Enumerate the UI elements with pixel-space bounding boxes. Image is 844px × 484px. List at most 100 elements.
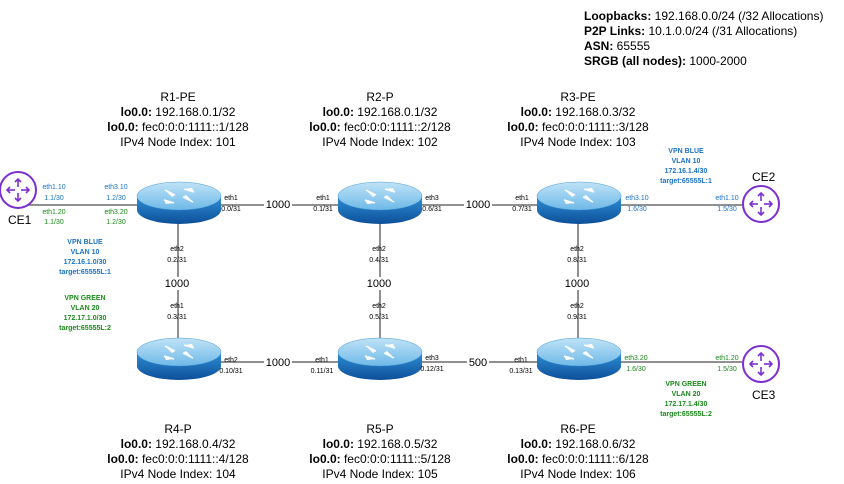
ip-ce3-eth1-20: 1.5/30 [717, 366, 737, 373]
vpn-green-right: VPN GREEN VLAN 20 172.17.1.4/30 target:6… [660, 381, 712, 418]
ce3-icon[interactable] [742, 345, 780, 383]
svg-text:172.16.1.4/30: 172.16.1.4/30 [665, 168, 708, 175]
router-r3-name: R3-PE [560, 90, 595, 104]
svg-text:172.17.1.4/30: 172.17.1.4/30 [665, 401, 708, 408]
ip-r4-eth1: 0.3/31 [167, 314, 187, 321]
metric-r2-r3: 1000 [466, 199, 490, 211]
router-r1-lo-v6: lo0.0: fec0:0:0:1111::1/128 [107, 120, 249, 134]
if-r5-eth1: eth1 [315, 357, 329, 364]
router-r6-name: R6-PE [560, 422, 595, 436]
ip-r1-eth3-20: 1.2/30 [106, 219, 126, 226]
svg-text:172.16.1.0/30: 172.16.1.0/30 [64, 259, 107, 266]
if-r2-eth1: eth1 [316, 195, 330, 202]
router-r5-icon[interactable] [337, 337, 423, 381]
ip-ce1-eth1-20: 1.1/30 [44, 219, 64, 226]
loopbacks-line: Loopbacks: 192.168.0.0/24 (/32 Allocatio… [584, 9, 823, 23]
if-r1-eth3-10: eth3.10 [104, 184, 127, 191]
ip-r5-eth1: 0.11/31 [311, 368, 334, 375]
ip-r3-eth2: 0.8/31 [567, 257, 587, 264]
ce1-label: CE1 [8, 213, 32, 227]
router-r3-lo-v4: lo0.0: 192.168.0.3/32 [521, 105, 636, 119]
link-metrics: 1000 1000 1000 1000 1000 1000 500 [162, 198, 592, 369]
router-r4-lo-v6: lo0.0: fec0:0:0:1111::4/128 [107, 452, 249, 466]
svg-text:target:65555L:1: target:65555L:1 [660, 178, 712, 185]
router-r6-icon[interactable] [536, 337, 622, 381]
router-r5-node-index: IPv4 Node Index: 105 [322, 467, 438, 481]
ip-r6-eth3-20: 1.6/30 [626, 366, 646, 373]
vpn-blue-right: VPN BLUE VLAN 10 172.16.1.4/30 target:65… [660, 148, 712, 185]
ip-r3-eth3-10: 1.6/30 [627, 206, 647, 213]
router-r2-lo-v4: lo0.0: 192.168.0.1/32 [323, 105, 438, 119]
router-r2-icon[interactable] [337, 181, 423, 225]
router-r6-info: R6-PE lo0.0: 192.168.0.6/32 lo0.0: fec0:… [507, 422, 649, 481]
ip-r5-eth3: 0.12/31 [420, 366, 443, 373]
asn-line: ASN: 65555 [584, 39, 650, 53]
router-r3-icon[interactable] [536, 181, 622, 225]
router-r1-node-index: IPv4 Node Index: 101 [120, 135, 236, 149]
svg-text:target:65555L:1: target:65555L:1 [59, 269, 111, 276]
router-r3-lo-v6: lo0.0: fec0:0:0:1111::3/128 [507, 120, 649, 134]
if-r4-eth2: eth2 [224, 357, 238, 364]
ip-r5-eth2: 0.5/31 [369, 314, 389, 321]
router-r1-info: R1-PE lo0.0: 192.168.0.1/32 lo0.0: fec0:… [107, 90, 249, 149]
ce2-icon[interactable] [742, 185, 780, 223]
ip-r2-eth3: 0.6/31 [422, 206, 442, 213]
ip-r1-eth1: 0.0/31 [221, 206, 241, 213]
ce1-icon[interactable] [0, 171, 37, 209]
p2p-links-line: P2P Links: 10.1.0.0/24 (/31 Allocations) [584, 24, 797, 38]
if-r1-eth1: eth1 [224, 195, 238, 202]
metric-r3-r6: 1000 [565, 278, 589, 290]
if-r6-eth3-20: eth3.20 [624, 355, 647, 362]
if-r3-eth3-10: eth3.10 [625, 195, 648, 202]
ip-ce1-eth1-10: 1.1/30 [44, 195, 64, 202]
interface-labels: eth1 0.0/31 eth1 0.1/31 eth3 0.6/31 eth1… [167, 195, 587, 375]
router-r1-icon[interactable] [136, 181, 222, 225]
svg-text:172.17.1.0/30: 172.17.1.0/30 [64, 315, 107, 322]
address-plan-summary: Loopbacks: 192.168.0.0/24 (/32 Allocatio… [584, 9, 823, 68]
metric-r2-r5: 1000 [367, 278, 391, 290]
svg-text:VLAN 10: VLAN 10 [672, 158, 701, 165]
if-r5-eth3: eth3 [425, 355, 439, 362]
svg-text:target:65555L:2: target:65555L:2 [660, 411, 712, 418]
ip-r6-eth1: 0.13/31 [509, 368, 532, 375]
router-r3-node-index: IPv4 Node Index: 103 [520, 135, 636, 149]
router-r4-icon[interactable] [136, 337, 222, 381]
router-r1-name: R1-PE [160, 90, 195, 104]
ce2-label: CE2 [752, 170, 776, 184]
svg-text:VLAN 10: VLAN 10 [71, 249, 100, 256]
if-ce1-eth1-20: eth1.20 [42, 209, 65, 216]
router-r6-node-index: IPv4 Node Index: 106 [520, 467, 636, 481]
router-r3-info: R3-PE lo0.0: 192.168.0.3/32 lo0.0: fec0:… [507, 90, 649, 149]
svg-text:VPN GREEN: VPN GREEN [665, 381, 706, 388]
svg-text:VLAN 20: VLAN 20 [672, 391, 701, 398]
if-ce3-eth1-20: eth1.20 [715, 355, 738, 362]
router-r5-lo-v4: lo0.0: 192.168.0.5/32 [323, 437, 438, 451]
ip-r6-eth2: 0.9/31 [567, 314, 587, 321]
ip-r2-eth2: 0.4/31 [369, 257, 389, 264]
if-r2-eth3: eth3 [425, 195, 439, 202]
svg-text:VPN BLUE: VPN BLUE [67, 239, 103, 246]
vpn-green-left: VPN GREEN VLAN 20 172.17.1.0/30 target:6… [59, 295, 111, 332]
svg-text:VPN BLUE: VPN BLUE [668, 148, 704, 155]
if-r3-eth2: eth2 [570, 246, 584, 253]
metric-r5-r6: 500 [469, 357, 487, 369]
router-r5-lo-v6: lo0.0: fec0:0:0:1111::5/128 [309, 452, 451, 466]
if-r6-eth1: eth1 [514, 357, 528, 364]
if-r1-eth2: eth2 [170, 246, 184, 253]
if-r5-eth2: eth2 [372, 303, 386, 310]
ip-ce2-eth1-10: 1.5/30 [717, 206, 737, 213]
vpn-blue-left: VPN BLUE VLAN 10 172.16.1.0/30 target:65… [59, 239, 111, 276]
ip-r3-eth1: 0.7/31 [512, 206, 532, 213]
if-ce1-eth1-10: eth1.10 [42, 184, 65, 191]
srgb-line: SRGB (all nodes): 1000-2000 [584, 54, 747, 68]
router-r1-lo-v4: lo0.0: 192.168.0.1/32 [121, 105, 236, 119]
svg-text:target:65555L:2: target:65555L:2 [59, 325, 111, 332]
svg-text:VPN GREEN: VPN GREEN [64, 295, 105, 302]
ip-r2-eth1: 0.1/31 [313, 206, 333, 213]
if-r2-eth2: eth2 [372, 246, 386, 253]
if-r4-eth1: eth1 [170, 303, 184, 310]
metric-r4-r5: 1000 [266, 357, 290, 369]
if-r6-eth2: eth2 [570, 303, 584, 310]
metric-r1-r2: 1000 [266, 199, 290, 211]
